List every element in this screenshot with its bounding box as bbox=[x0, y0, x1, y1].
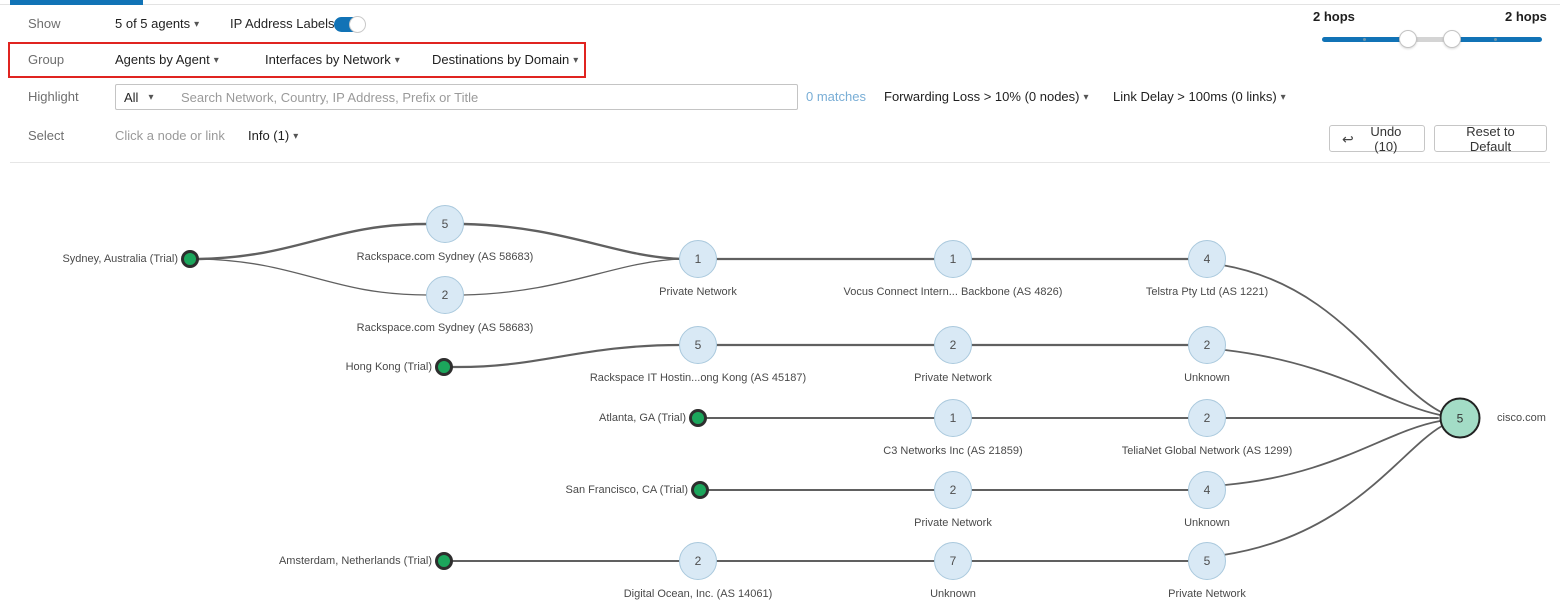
network-node-label: Vocus Connect Intern... Backbone (AS 482… bbox=[843, 286, 1063, 298]
agent-node-amsterdam[interactable] bbox=[435, 552, 453, 570]
show-row-label: Show bbox=[28, 16, 61, 31]
forwarding-loss-dropdown[interactable]: Forwarding Loss > 10% (0 nodes)▾ bbox=[884, 89, 1089, 104]
info-dropdown[interactable]: Info (1)▾ bbox=[248, 128, 299, 143]
network-node-label: Unknown bbox=[1184, 517, 1230, 529]
network-node-label: Unknown bbox=[930, 588, 976, 600]
chevron-down-icon: ▾ bbox=[213, 55, 219, 66]
network-node[interactable]: 2 bbox=[934, 326, 972, 364]
agent-label: San Francisco, CA (Trial) bbox=[565, 484, 688, 496]
hops-right-label: 2 hops bbox=[1505, 9, 1547, 24]
group-agents-dropdown[interactable]: Agents by Agent▾ bbox=[115, 52, 219, 67]
destination-label: cisco.com bbox=[1497, 412, 1546, 424]
network-node-label: Private Network bbox=[1168, 588, 1246, 600]
network-node-label: Rackspace.com Sydney (AS 58683) bbox=[356, 251, 534, 263]
agent-label: Atlanta, GA (Trial) bbox=[598, 412, 686, 424]
edge-sf-unknown-to-destination[interactable] bbox=[1224, 420, 1441, 486]
chevron-down-icon: ▾ bbox=[148, 91, 154, 103]
edge-ams-private-to-destination[interactable] bbox=[1222, 425, 1443, 556]
network-node[interactable]: 2 bbox=[934, 471, 972, 509]
undo-button[interactable]: ↩Undo (10) bbox=[1329, 124, 1425, 154]
chevron-down-icon: ▾ bbox=[293, 131, 299, 142]
highlight-row-label: Highlight bbox=[28, 89, 79, 104]
hops-left-label: 2 hops bbox=[1313, 9, 1355, 24]
network-node-label: Telstra Pty Ltd (AS 1221) bbox=[1145, 286, 1269, 298]
network-node[interactable]: 5 bbox=[679, 326, 717, 364]
edge-telstra-to-destination[interactable] bbox=[1221, 264, 1442, 413]
edge-sydney-to-rackspace-b[interactable] bbox=[198, 258, 428, 296]
hops-slider-track-middle[interactable] bbox=[1410, 37, 1452, 42]
network-node-label: Digital Ocean, Inc. (AS 14061) bbox=[623, 588, 773, 600]
toolbar-divider bbox=[10, 162, 1550, 163]
active-tab-indicator bbox=[10, 0, 143, 5]
network-node[interactable]: 1 bbox=[934, 399, 972, 437]
group-destinations-dropdown[interactable]: Destinations by Domain▾ bbox=[432, 52, 579, 67]
edge-hk-unknown-to-destination[interactable] bbox=[1224, 349, 1441, 416]
top-tab-strip bbox=[0, 0, 1560, 5]
edge-sydney-to-rackspace-a[interactable] bbox=[197, 222, 429, 261]
agent-node-sydney[interactable] bbox=[181, 250, 199, 268]
hops-slider-track-left[interactable] bbox=[1322, 37, 1410, 42]
hops-slider-handle-right[interactable] bbox=[1443, 30, 1461, 48]
highlight-scope-select[interactable]: All▾ bbox=[115, 84, 172, 110]
network-node-label: Unknown bbox=[1184, 372, 1230, 384]
hops-slider-track-right[interactable] bbox=[1452, 37, 1542, 42]
matches-count: 0 matches bbox=[806, 89, 866, 104]
slider-tick bbox=[1494, 38, 1497, 41]
agent-label: Sydney, Australia (Trial) bbox=[62, 253, 178, 265]
group-row-label: Group bbox=[28, 52, 65, 67]
chevron-down-icon: ▾ bbox=[194, 19, 200, 30]
ip-address-labels-label: IP Address Labels bbox=[230, 16, 335, 31]
edge-rackspace-a-to-private[interactable] bbox=[461, 222, 684, 261]
agent-node-atlanta[interactable] bbox=[689, 409, 707, 427]
network-node-label: Private Network bbox=[659, 286, 737, 298]
ip-address-labels-toggle[interactable] bbox=[334, 16, 366, 33]
chevron-down-icon: ▾ bbox=[573, 55, 579, 66]
network-node[interactable]: 5 bbox=[1188, 542, 1226, 580]
network-node[interactable]: 5 bbox=[426, 205, 464, 243]
agents-visible-dropdown[interactable]: 5 of 5 agents▾ bbox=[115, 16, 200, 31]
network-node-label: TeliaNet Global Network (AS 1299) bbox=[1121, 445, 1293, 457]
select-row-label: Select bbox=[28, 128, 65, 143]
reset-to-default-button[interactable]: Reset to Default bbox=[1434, 124, 1547, 154]
chevron-down-icon: ▾ bbox=[1083, 92, 1089, 103]
network-node-label: Rackspace IT Hostin...ong Kong (AS 45187… bbox=[589, 372, 807, 384]
toggle-knob-icon bbox=[349, 16, 366, 33]
undo-arrow-icon: ↩ bbox=[1342, 130, 1354, 147]
network-node[interactable]: 4 bbox=[1188, 471, 1226, 509]
edge-hongkong-to-rackspaceit[interactable] bbox=[451, 343, 682, 369]
network-node[interactable]: 2 bbox=[426, 276, 464, 314]
agent-label: Hong Kong (Trial) bbox=[345, 361, 432, 373]
agent-label: Amsterdam, Netherlands (Trial) bbox=[278, 555, 432, 567]
chevron-down-icon: ▾ bbox=[1280, 92, 1286, 103]
edge-rackspace-b-to-private[interactable] bbox=[462, 258, 683, 296]
network-node[interactable]: 2 bbox=[1188, 326, 1226, 364]
network-node-label: Rackspace.com Sydney (AS 58683) bbox=[356, 322, 534, 334]
path-visualization-graph: Sydney, Australia (Trial) Hong Kong (Tri… bbox=[0, 163, 1560, 616]
select-hint: Click a node or link bbox=[115, 128, 225, 143]
network-node-label: Private Network bbox=[914, 517, 992, 529]
network-node-label: C3 Networks Inc (AS 21859) bbox=[883, 445, 1023, 457]
network-node[interactable]: 2 bbox=[679, 542, 717, 580]
chevron-down-icon: ▾ bbox=[394, 55, 400, 66]
network-node[interactable]: 2 bbox=[1188, 399, 1226, 437]
agent-node-hongkong[interactable] bbox=[435, 358, 453, 376]
network-node[interactable]: 1 bbox=[934, 240, 972, 278]
search-input[interactable] bbox=[171, 84, 798, 110]
network-node[interactable]: 7 bbox=[934, 542, 972, 580]
slider-tick bbox=[1363, 38, 1366, 41]
hops-slider-handle-left[interactable] bbox=[1399, 30, 1417, 48]
network-node[interactable]: 1 bbox=[679, 240, 717, 278]
network-node-label: Private Network bbox=[914, 372, 992, 384]
link-delay-dropdown[interactable]: Link Delay > 100ms (0 links)▾ bbox=[1113, 89, 1286, 104]
network-node[interactable]: 4 bbox=[1188, 240, 1226, 278]
edges-layer bbox=[197, 222, 1443, 562]
group-interfaces-dropdown[interactable]: Interfaces by Network▾ bbox=[265, 52, 400, 67]
destination-node-cisco[interactable]: 5 bbox=[1439, 397, 1481, 439]
agent-node-sanfrancisco[interactable] bbox=[691, 481, 709, 499]
